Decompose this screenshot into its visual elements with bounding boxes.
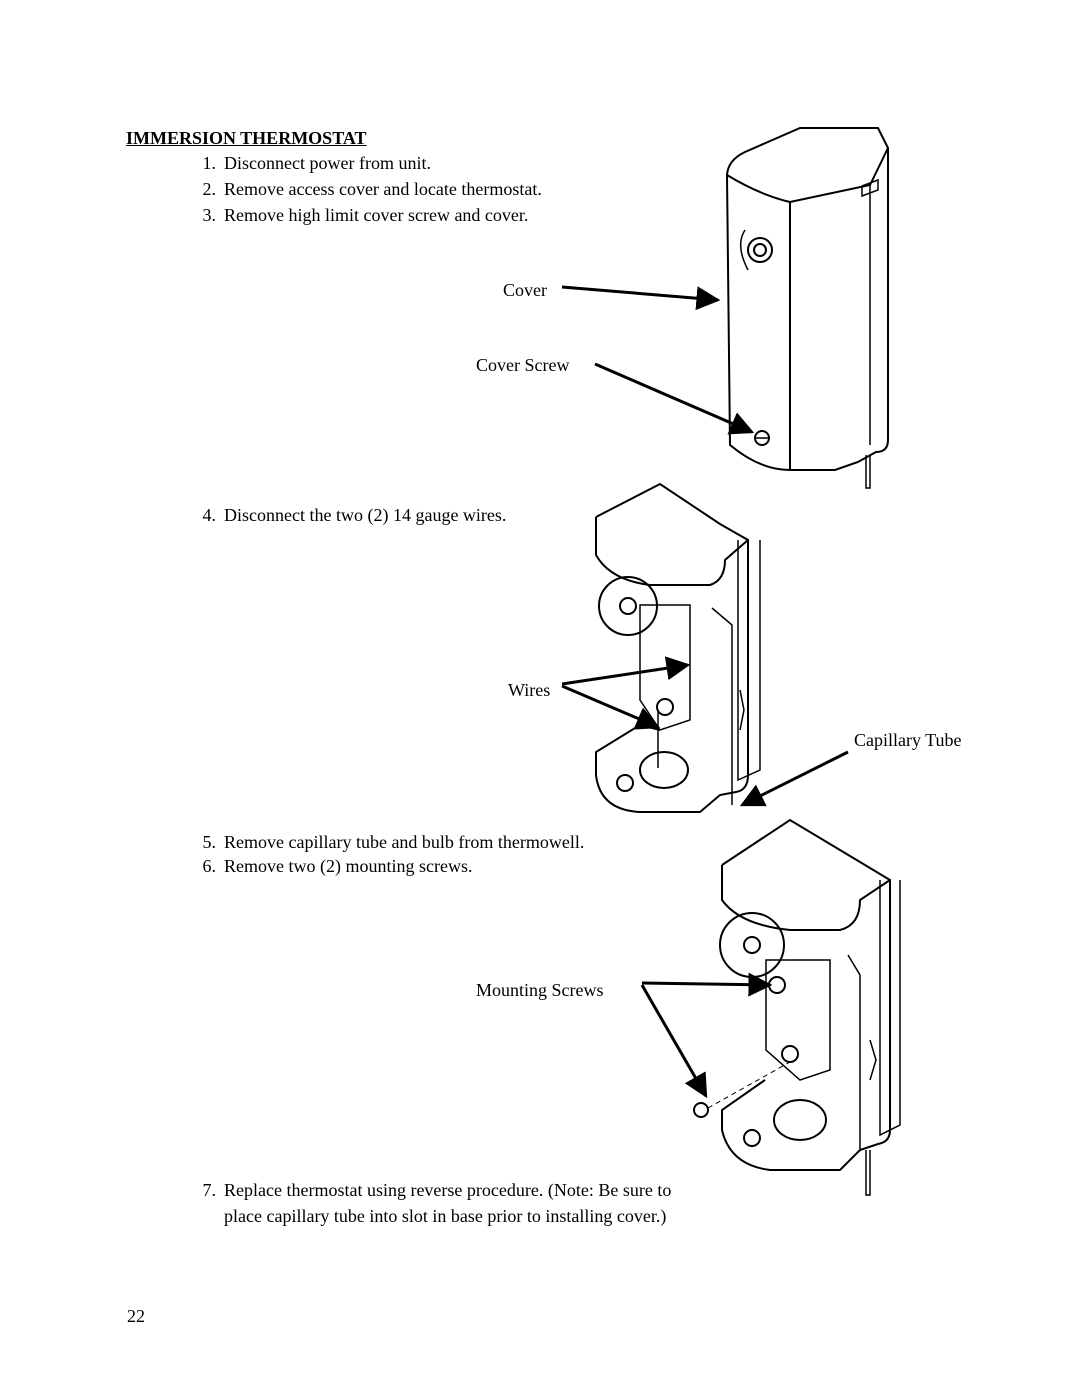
- step-number: 1.: [202, 153, 217, 173]
- label-cover-screw: Cover Screw: [476, 355, 570, 375]
- step-number: 7.: [202, 1180, 217, 1200]
- arrow-mounting-screw-upper: [641, 972, 773, 997]
- arrow-wire-lower: [561, 684, 661, 730]
- label-cover: Cover: [503, 280, 547, 300]
- arrow-capillary-tube: [739, 750, 849, 807]
- step-1: 1. Disconnect power from unit.: [186, 150, 431, 176]
- step-text: Disconnect power from unit.: [224, 153, 431, 173]
- section-heading: IMMERSION THERMOSTAT: [126, 128, 367, 148]
- mounting-screws-figure: [693, 818, 901, 1196]
- step-text: Remove two (2) mounting screws.: [224, 856, 473, 876]
- step-text: Remove access cover and locate thermosta…: [224, 179, 542, 199]
- step-text: Remove high limit cover screw and cover.: [224, 205, 529, 225]
- step-number: 2.: [202, 179, 217, 199]
- step-5: 5. Remove capillary tube and bulb from th…: [186, 829, 585, 855]
- step-6: 6. Remove two (2) mounting screws.: [186, 853, 473, 879]
- step-number: 5.: [202, 832, 217, 852]
- arrow-cover-screw: [594, 362, 755, 435]
- label-wires: Wires: [508, 680, 551, 700]
- step-text: Remove capillary tube and bulb from ther…: [224, 832, 585, 852]
- label-capillary-tube: Capillary Tube: [854, 730, 962, 750]
- callout-arrows: [561, 285, 849, 1099]
- step-7: 7. Replace thermostat using reverse proce…: [186, 1177, 672, 1203]
- page-number: 22: [127, 1306, 145, 1326]
- step-7-continuation: place capillary tube into slot in base p…: [224, 1203, 666, 1229]
- step-3: 3. Remove high limit cover screw and cove…: [186, 202, 529, 228]
- step-number: 6.: [202, 856, 217, 876]
- step-text-continued: place capillary tube into slot in base p…: [224, 1206, 667, 1226]
- covered-thermostat-figure: [725, 127, 889, 489]
- arrow-wire-upper: [561, 656, 691, 686]
- uncovered-thermostat-figure: [595, 482, 761, 813]
- step-number: 4.: [202, 505, 217, 525]
- step-text: Disconnect the two (2) 14 gauge wires.: [224, 505, 507, 525]
- arrow-mounting-screw-lower: [640, 984, 708, 1099]
- step-4: 4. Disconnect the two (2) 14 gauge wires.: [186, 502, 507, 528]
- step-text: Replace thermostat using reverse procedu…: [224, 1180, 672, 1200]
- step-number: 3.: [202, 205, 217, 225]
- step-2: 2. Remove access cover and locate thermos…: [186, 176, 542, 202]
- arrow-cover: [561, 285, 721, 311]
- label-mounting-screws: Mounting Screws: [476, 980, 604, 1000]
